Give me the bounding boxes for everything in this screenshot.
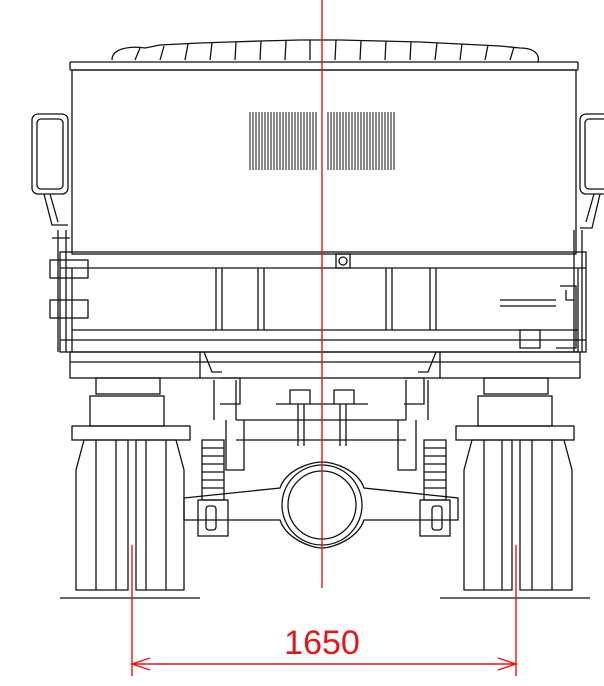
left-hinge-bottom [49,299,89,319]
right-wheel-inner [519,439,573,591]
cab-body [71,69,577,255]
left-arrowhead [129,657,151,671]
cargo-bed-frame [59,251,587,353]
right-leaf-spring [423,439,447,501]
right-mirror-arm [580,193,601,229]
left-spring-shackle [197,499,229,537]
left-hinge-bracket [52,230,70,352]
left-mirror-inner [36,118,64,190]
right-wheel-tread [483,440,553,590]
right-shackle-slot [431,505,443,531]
axle-housing [183,461,459,549]
right-hinge-bracket [573,230,583,352]
rear-bumper [69,351,581,379]
right-latch [500,285,577,349]
left-spring-seat [95,377,161,395]
right-brake-unit [477,395,553,427]
right-mirror-inner [584,118,604,190]
right-wheel-outer [463,439,513,591]
tailgate-lock [335,253,351,269]
left-hinge-top [49,259,89,279]
right-axle-plate [455,425,575,441]
left-leaf-spring [201,439,225,501]
track-width-label: 1650 [284,624,360,662]
center-brackets [276,389,368,446]
suspension-hangers [203,351,437,405]
bumper-lines [70,352,580,378]
cargo-bed-posts [215,268,437,330]
vent-grille [249,112,395,170]
cargo-cover-top [111,39,540,63]
dimension-annotation [129,0,519,676]
left-shackle-slot [205,505,217,531]
left-mirror-arm [43,193,68,226]
truck-outline [31,39,604,599]
left-brake-unit [89,395,165,427]
right-spring-shackle [419,499,451,537]
cab-roof [69,61,579,71]
left-spring-leaves [202,447,224,489]
left-wheel-outer [75,439,129,591]
left-wheel-tread [95,440,167,590]
right-spring-seat [483,377,549,395]
right-arrowhead [497,657,519,671]
left-axle-plate [71,425,191,441]
right-mirror [579,113,604,195]
frame-cross-member [213,380,429,471]
right-spring-leaves [424,447,446,489]
left-wheel-inner [135,439,185,591]
cargo-cover-ribs [134,39,515,61]
cargo-bed-rails [60,267,586,352]
tailgate-lock-hole [338,256,348,266]
